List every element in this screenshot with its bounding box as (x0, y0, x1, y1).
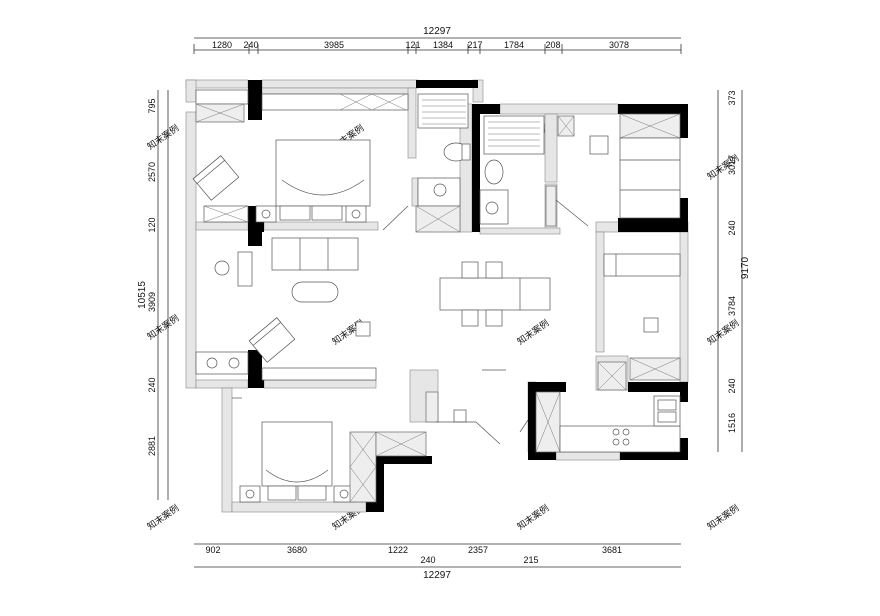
stove-burner-4 (622, 438, 630, 446)
top-seg-5: 1384 (433, 40, 453, 50)
watermark-11: 知末案例 (515, 502, 551, 532)
left-seg-2: 2570 (147, 162, 157, 182)
shower-1 (417, 93, 469, 129)
left-total-label: 10515 (137, 281, 148, 309)
bottom-seg-2: 3680 (287, 545, 307, 555)
tatami-bed (619, 137, 681, 219)
bottom-seg-3: 1222 (388, 545, 408, 555)
bottom-seg-1: 902 (205, 545, 220, 555)
top-seg-4: 121 (405, 40, 420, 50)
left-seg-3: 120 (147, 217, 157, 232)
armchair-top (192, 155, 240, 201)
top-seg-7: 1784 (504, 40, 524, 50)
bottom-dimensions: 902 3680 1222 2357 3681 240 215 12297 (194, 543, 681, 581)
second-bed (261, 421, 333, 487)
right-dimensions: 373 3017 240 3784 240 1516 9170 (717, 90, 751, 452)
right-seg-1: 373 (727, 90, 737, 105)
furniture (192, 89, 681, 503)
sink-2 (479, 189, 509, 225)
right-total-label: 9170 (740, 256, 751, 279)
master-wardrobe (261, 93, 409, 111)
right-seg-4: 3784 (727, 296, 737, 316)
stove-burner-2 (622, 428, 630, 436)
bottom-sub-2: 215 (523, 555, 538, 565)
top-total-label: 12297 (423, 26, 451, 37)
left-seg-4: 3909 (147, 292, 157, 312)
left-seg-1: 795 (147, 98, 157, 113)
bottom-total-label: 12297 (423, 570, 451, 581)
dining-table (439, 277, 551, 311)
master-bed (275, 139, 371, 207)
watermark-7: 知末案例 (515, 317, 551, 347)
top-seg-9: 3078 (609, 40, 629, 50)
right-seg-5: 240 (727, 378, 737, 393)
toilet-2 (484, 159, 504, 185)
coffee-table (291, 281, 339, 303)
kitchen-counter (559, 425, 681, 453)
top-seg-3: 3985 (324, 40, 344, 50)
bottom-sub-1: 240 (420, 555, 435, 565)
left-dimensions: 795 2570 120 3909 240 2881 10515 (137, 90, 169, 500)
top-seg-8: 208 (545, 40, 560, 50)
watermark-12: 知末案例 (705, 502, 741, 532)
desk-chair (589, 135, 609, 155)
stove-burner-3 (612, 438, 620, 446)
right-seg-3: 240 (727, 220, 737, 235)
top-seg-2: 240 (243, 40, 258, 50)
watermark-1: 知末案例 (145, 122, 181, 152)
left-seg-5: 240 (147, 377, 157, 392)
watermark-5: 知末案例 (145, 312, 181, 342)
left-seg-6: 2881 (147, 436, 157, 456)
structural-walls (248, 80, 688, 512)
second-wardrobe (349, 431, 377, 503)
window-seat (195, 89, 249, 105)
side-table (237, 251, 253, 287)
top-dimensions: 12297 1280 240 3985 121 1384 217 1784 20… (193, 26, 682, 54)
bottom-seg-4: 2357 (468, 545, 488, 555)
sofa (271, 237, 359, 271)
right-seg-2: 3017 (727, 155, 737, 175)
armchair-bottom (248, 317, 296, 363)
bottom-seg-5: 3681 (602, 545, 622, 555)
shower-2 (483, 115, 545, 155)
sink-1 (417, 177, 461, 207)
top-seg-1: 1280 (212, 40, 232, 50)
watermark-9: 知末案例 (145, 502, 181, 532)
tv-cabinet (261, 367, 377, 381)
right-seg-6: 1516 (727, 413, 737, 433)
side-table-round (214, 260, 230, 276)
top-seg-6: 217 (467, 40, 482, 50)
stove-burner-1 (612, 428, 620, 436)
doors (232, 199, 589, 445)
watermark-8: 知末案例 (705, 317, 741, 347)
